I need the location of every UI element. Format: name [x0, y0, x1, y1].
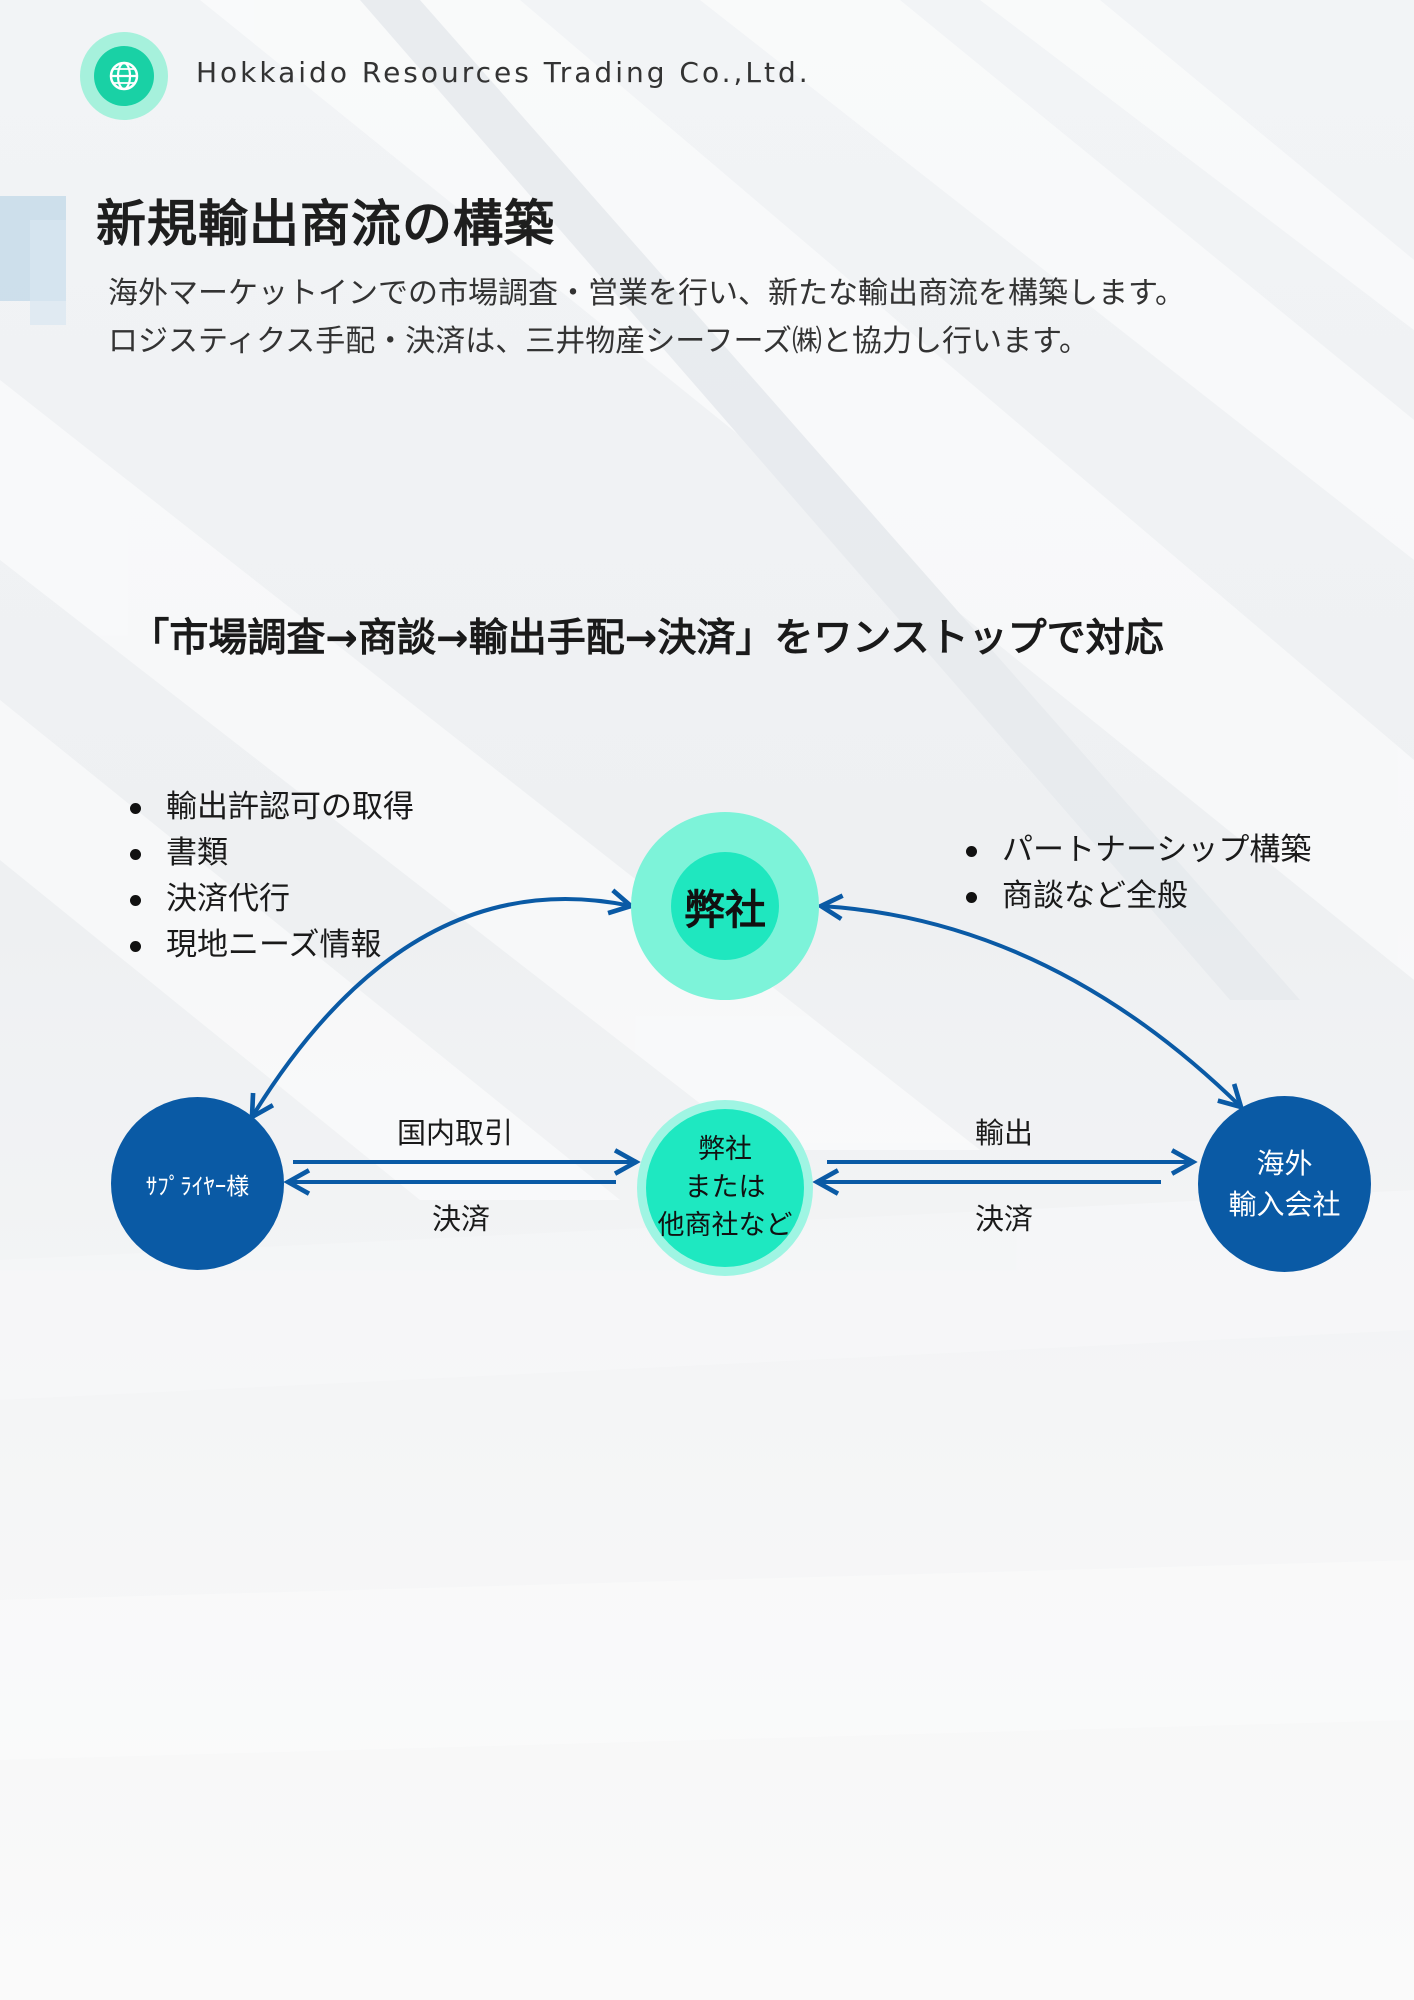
importer-node-label: 海外	[1228, 1143, 1340, 1184]
trading-company-label: 他商社など	[658, 1207, 793, 1245]
settlement-right-label: 決済	[975, 1196, 1033, 1238]
arc-arrow-company-importer	[821, 906, 1241, 1107]
supplier-node: ｻﾌﾟﾗｲﾔｰ様	[111, 1097, 284, 1270]
trading-company-label: 弊社	[658, 1131, 793, 1169]
arc-arrow-supplier-company	[252, 899, 631, 1117]
domestic-trade-label: 国内取引	[397, 1110, 513, 1152]
importer-node: 海外 輸入会社	[1198, 1096, 1371, 1272]
trading-company-label: または	[658, 1169, 793, 1207]
company-node: 弊社	[631, 812, 819, 1000]
trading-company-node: 弊社 または 他商社など	[637, 1100, 813, 1276]
settlement-left-label: 決済	[432, 1196, 490, 1238]
importer-node-label: 輸入会社	[1228, 1184, 1340, 1225]
supplier-node-label: ｻﾌﾟﾗｲﾔｰ様	[146, 1167, 250, 1201]
export-label: 輸出	[975, 1110, 1033, 1152]
company-node-label: 弊社	[684, 876, 766, 936]
